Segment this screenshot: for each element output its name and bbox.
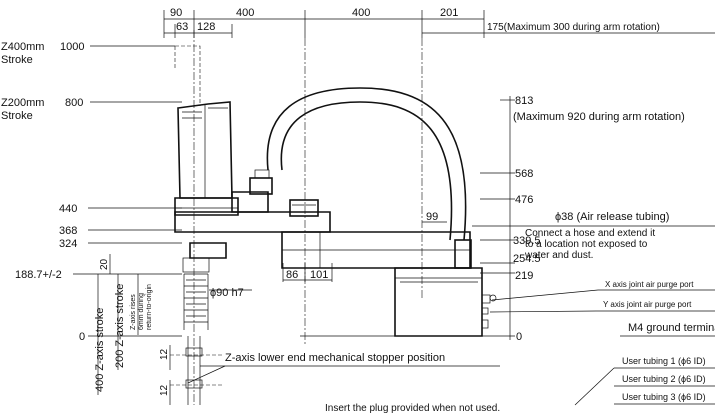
left-level-labels: Z400mm Stroke Z200mm Stroke 1000 800 440… bbox=[1, 41, 182, 343]
z400-label: Z400mm bbox=[1, 41, 44, 53]
dim-128: 128 bbox=[197, 21, 215, 33]
dim-99: 99 bbox=[426, 211, 438, 223]
top-dimension-chain: 90 400 400 201 63 128 175(Maximum 300 du… bbox=[163, 7, 715, 38]
air-release-tubing: ϕ38 (Air release tubing) bbox=[555, 211, 669, 223]
level-440: 440 bbox=[59, 203, 77, 215]
z200-stroke-label: Stroke bbox=[1, 110, 33, 122]
z-rises-note-3: return-to-origin bbox=[146, 284, 153, 330]
dim-101: 101 bbox=[310, 269, 328, 281]
dim-86: 86 bbox=[286, 269, 298, 281]
hose-note-2: to a location not exposed to bbox=[525, 239, 648, 250]
y-purge-port: Y axis joint air purge port bbox=[603, 300, 692, 309]
z-rises-note-2: 6mm during bbox=[138, 293, 145, 330]
hose-note-1: Connect a hose and extend it bbox=[525, 228, 655, 239]
user-tubing-3: User tubing 3 (ϕ6 ID) bbox=[622, 392, 706, 402]
z400-stroke-label: Stroke bbox=[1, 54, 33, 66]
hose-note-3: water and dust. bbox=[524, 250, 593, 261]
x-purge-port: X axis joint air purge port bbox=[605, 280, 694, 289]
level-0-right: 0 bbox=[516, 331, 522, 343]
dim-12a: 12 bbox=[159, 348, 170, 360]
dim-400-left: 400 bbox=[236, 7, 254, 19]
user-tubing-2: User tubing 2 (ϕ6 ID) bbox=[622, 374, 706, 384]
level-0-left: 0 bbox=[79, 331, 85, 343]
dim-201: 201 bbox=[440, 7, 458, 19]
z200-stroke-dim: 200 Z-axis stroke bbox=[114, 284, 126, 368]
level-368: 368 bbox=[59, 225, 77, 237]
stopper-note: Z-axis lower end mechanical stopper posi… bbox=[225, 352, 445, 364]
phi90-label: ϕ90 h7 bbox=[210, 287, 244, 299]
level-1000: 1000 bbox=[60, 41, 84, 53]
level-568: 568 bbox=[515, 168, 533, 180]
z400-stroke-dim: 400 Z-axis stroke bbox=[94, 308, 106, 392]
level-800: 800 bbox=[65, 97, 83, 109]
level-254-5: 254.5 bbox=[513, 253, 541, 265]
max-920-note: (Maximum 920 during arm rotation) bbox=[513, 111, 685, 123]
user-tubing-1: User tubing 1 (ϕ6 ID) bbox=[622, 356, 706, 366]
dim-90: 90 bbox=[170, 7, 182, 19]
plug-note: Insert the plug provided when not used. bbox=[325, 403, 500, 414]
dim-20: 20 bbox=[99, 258, 110, 270]
z200-label: Z200mm bbox=[1, 97, 44, 109]
robot-body bbox=[170, 30, 497, 405]
callouts: ϕ38 (Air release tubing) Connect a hose … bbox=[187, 211, 715, 414]
level-219: 219 bbox=[515, 270, 533, 282]
level-188-7: 188.7+/-2 bbox=[15, 269, 62, 281]
level-324: 324 bbox=[59, 238, 77, 250]
level-339-5: 339.5 bbox=[513, 235, 541, 247]
inner-dimensions: 99 86 101 ϕ90 h7 20 400 Z-axis stroke 20… bbox=[94, 211, 447, 405]
dim-12b: 12 bbox=[159, 384, 170, 396]
z-rises-note-1: Z-axis rises bbox=[130, 294, 137, 330]
ground-terminal: M4 ground terminal bbox=[628, 322, 715, 334]
level-813: 813 bbox=[515, 95, 533, 107]
level-476: 476 bbox=[515, 194, 533, 206]
dim-63: 63 bbox=[176, 21, 188, 33]
rotation-clearance-note: 175(Maximum 300 during arm rotation) bbox=[487, 22, 660, 33]
dim-400-right: 400 bbox=[352, 7, 370, 19]
